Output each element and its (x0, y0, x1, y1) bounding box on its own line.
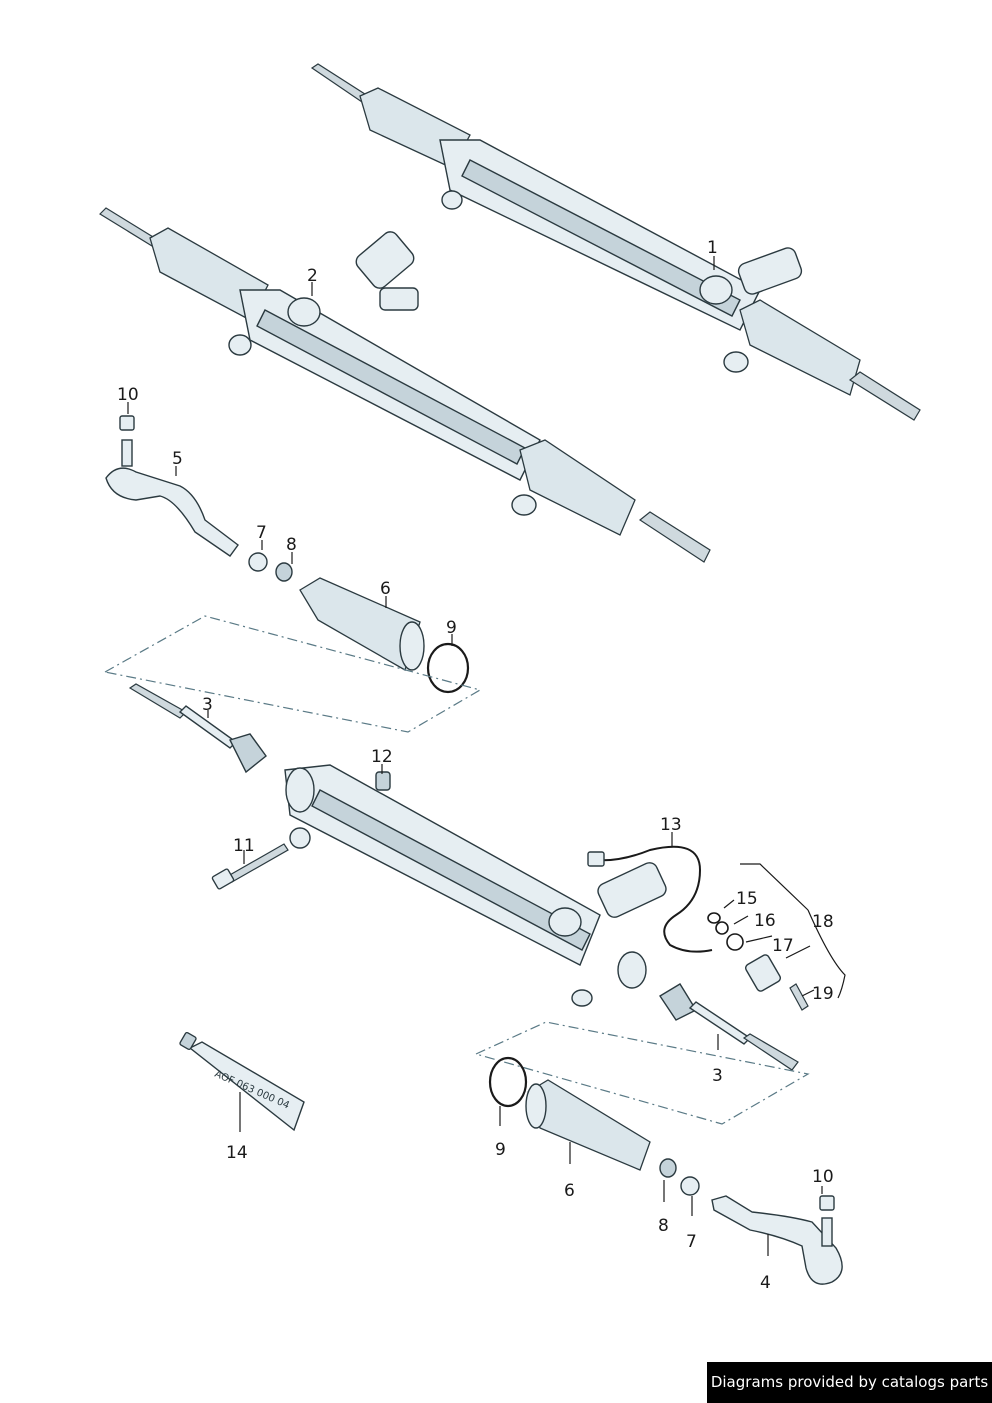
callout-17: 17 (772, 936, 794, 956)
callout-10-lower: 10 (812, 1167, 834, 1187)
nut-7-upper (248, 552, 268, 572)
clamp-9-upper (426, 642, 470, 694)
bellows-6-upper (299, 577, 425, 671)
callout-13: 13 (660, 815, 682, 835)
grease-tube-14: AOF 063 000 04 (179, 1031, 305, 1132)
steering-rack-1 (310, 63, 921, 421)
seals-15-16-17 (707, 912, 744, 951)
clip-8-upper (275, 562, 293, 582)
callout-6-upper: 6 (380, 579, 391, 599)
inner-tie-rod-3-upper (128, 683, 267, 774)
tie-rod-end-5 (105, 415, 239, 557)
callout-4: 4 (760, 1273, 771, 1293)
bolt-11 (211, 843, 289, 890)
callout-8-lower: 8 (658, 1216, 669, 1236)
leader-lines (127, 256, 823, 1256)
callout-16: 16 (754, 911, 776, 931)
wire-13 (587, 845, 713, 953)
callout-9-upper: 9 (446, 618, 457, 638)
callout-9-lower: 9 (495, 1140, 506, 1160)
clip-8-lower (659, 1158, 677, 1178)
callout-7-lower: 7 (686, 1232, 697, 1252)
inner-tie-rod-3-lower (659, 983, 799, 1071)
callout-3-lower: 3 (712, 1066, 723, 1086)
callout-3-upper: 3 (202, 695, 213, 715)
sensor-18 (745, 954, 781, 992)
callout-6-lower: 6 (564, 1181, 575, 1201)
callout-labels: 1 2 10 5 7 8 6 9 3 12 11 13 15 16 18 17 … (117, 238, 834, 1293)
credit-banner: Diagrams provided by catalogs parts (707, 1362, 992, 1403)
steering-rack-2 (99, 207, 711, 563)
bellows-6-lower (525, 1079, 651, 1171)
nut-7-lower (680, 1176, 700, 1196)
callout-7-upper: 7 (256, 523, 267, 543)
callout-15: 15 (736, 889, 758, 909)
screw-19 (789, 983, 809, 1011)
callout-14: 14 (226, 1143, 248, 1163)
tie-rod-end-4 (711, 1195, 843, 1285)
kit-outline-lower (474, 1021, 810, 1125)
callout-18: 18 (812, 912, 834, 932)
callout-5: 5 (172, 449, 183, 469)
callout-10-upper: 10 (117, 385, 139, 405)
steering-rack-main (284, 764, 667, 1007)
callout-12: 12 (371, 747, 393, 767)
callout-19: 19 (812, 984, 834, 1004)
clamp-9-lower (488, 1056, 528, 1108)
callout-1: 1 (707, 238, 718, 258)
bracket-18 (740, 863, 846, 999)
callout-11: 11 (233, 836, 255, 856)
kit-outline-upper (103, 615, 482, 733)
callout-2: 2 (307, 266, 318, 286)
callout-8-upper: 8 (286, 535, 297, 555)
bushing-12 (375, 771, 391, 791)
